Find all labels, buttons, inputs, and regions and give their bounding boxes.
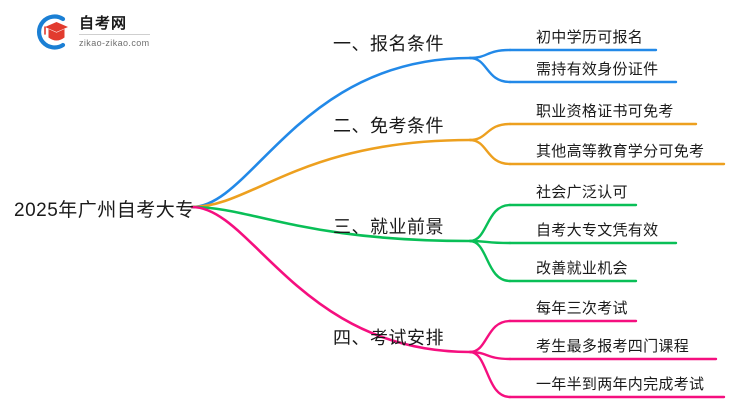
logo-url: zikao-zikao.com <box>79 38 150 48</box>
connector-line <box>468 203 512 243</box>
logo-mark-icon <box>32 12 72 52</box>
site-logo[interactable]: 自考网 zikao-zikao.com <box>32 12 150 52</box>
connector-line <box>468 138 512 166</box>
leaf-node-label: 改善就业机会 <box>536 260 628 277</box>
branch-node-label-4: 四、考试安排 <box>333 328 444 348</box>
connector-line <box>190 205 472 354</box>
connector-line <box>468 239 512 283</box>
leaf-node-label: 每年三次考试 <box>536 300 628 317</box>
leaf-node-label: 其他高等教育学分可免考 <box>536 143 705 160</box>
connector-line <box>468 48 512 60</box>
connector-line <box>190 56 472 209</box>
connector-line <box>190 205 472 243</box>
root-node-label: 2025年广州自考大专 <box>14 200 195 221</box>
leaf-node-label: 初中学历可报名 <box>536 29 644 46</box>
leaf-node-label: 自考大专文凭有效 <box>536 222 659 239</box>
branch-node-label-3: 三、就业前景 <box>333 217 444 237</box>
leaf-node-label: 考生最多报考四门课程 <box>536 338 690 355</box>
branch-node-label-1: 一、报名条件 <box>333 34 444 54</box>
connector-line <box>468 56 512 84</box>
logo-name: 自考网 <box>79 15 150 35</box>
leaf-node-label: 一年半到两年内完成考试 <box>536 376 705 393</box>
leaf-node-label: 职业资格证书可免考 <box>536 103 674 120</box>
connector-line <box>468 350 512 399</box>
leaf-node-label: 需持有效身份证件 <box>536 61 659 78</box>
branch-node-label-2: 二、免考条件 <box>333 116 444 136</box>
connector-line <box>468 122 512 142</box>
connector-line <box>468 319 512 354</box>
connector-line <box>190 138 472 209</box>
leaf-node-label: 社会广泛认可 <box>536 184 628 201</box>
